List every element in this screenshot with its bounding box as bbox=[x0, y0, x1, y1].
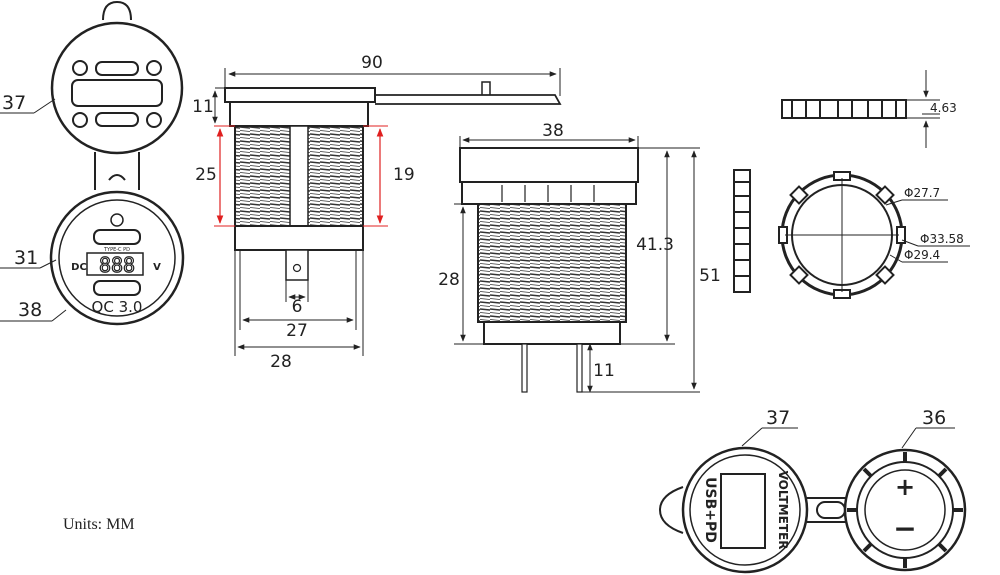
dim-d27-7: Φ27.7 bbox=[904, 186, 940, 200]
dim-d33-58: Φ33.58 bbox=[920, 232, 964, 246]
callout-38: 38 bbox=[18, 299, 42, 321]
nut-views: 4.63 Φ27.7 Φ33.58 bbox=[733, 70, 970, 299]
units-label: Units: MM bbox=[63, 516, 135, 533]
dim-11-pin: 11 bbox=[593, 361, 615, 381]
plus-symbol: + bbox=[895, 473, 915, 501]
callout-31: 31 bbox=[14, 247, 38, 269]
bottom-panel-view: USB+PD VOLTMETER + − 37 36 bbox=[658, 407, 967, 574]
callout-36: 36 bbox=[922, 407, 946, 429]
voltmeter-display bbox=[86, 252, 144, 276]
v-label: V bbox=[153, 262, 161, 273]
front-view: TYPE-C PD 888 DC V QC 3.0 37 31 38 bbox=[0, 0, 185, 326]
dim-41-3: 41.3 bbox=[636, 235, 674, 255]
dim-27: 27 bbox=[286, 321, 308, 341]
dim-6: 6 bbox=[292, 297, 303, 317]
dim-28-center: 28 bbox=[438, 270, 460, 290]
svg-text:888: 888 bbox=[99, 253, 135, 277]
dim-11-cap: 11 bbox=[192, 97, 214, 117]
usb-c-port bbox=[93, 229, 141, 245]
callout-37: 37 bbox=[2, 92, 26, 114]
side-view: 90 11 25 19 6 27 28 bbox=[192, 53, 562, 372]
dim-4-63: 4.63 bbox=[930, 101, 957, 115]
dim-28-side: 28 bbox=[270, 352, 292, 372]
nut-side-vertical bbox=[733, 169, 751, 293]
dim-d29-4: Φ29.4 bbox=[904, 248, 940, 262]
minus-symbol: − bbox=[893, 512, 916, 545]
dim-38: 38 bbox=[542, 121, 564, 141]
socket-face bbox=[49, 190, 185, 326]
usb-pd-label: USB+PD bbox=[702, 477, 718, 543]
dim-19: 19 bbox=[393, 165, 415, 185]
voltmeter-label: VOLTMETER bbox=[776, 471, 790, 550]
usb-pd-display bbox=[720, 473, 766, 549]
callout-37-bottom: 37 bbox=[766, 407, 790, 429]
usb-a-port bbox=[93, 280, 141, 296]
dim-51: 51 bbox=[699, 266, 721, 286]
power-cap bbox=[843, 448, 967, 572]
dim-90: 90 bbox=[361, 53, 383, 73]
qc-label: QC 3.0 bbox=[92, 298, 143, 316]
center-view: 38 28 41.3 51 11 bbox=[438, 121, 721, 393]
power-icon bbox=[110, 213, 124, 227]
nut-side-top bbox=[781, 99, 907, 119]
dim-25: 25 bbox=[195, 165, 217, 185]
port-label: TYPE-C PD bbox=[103, 247, 130, 253]
dc-label: DC bbox=[71, 262, 87, 273]
